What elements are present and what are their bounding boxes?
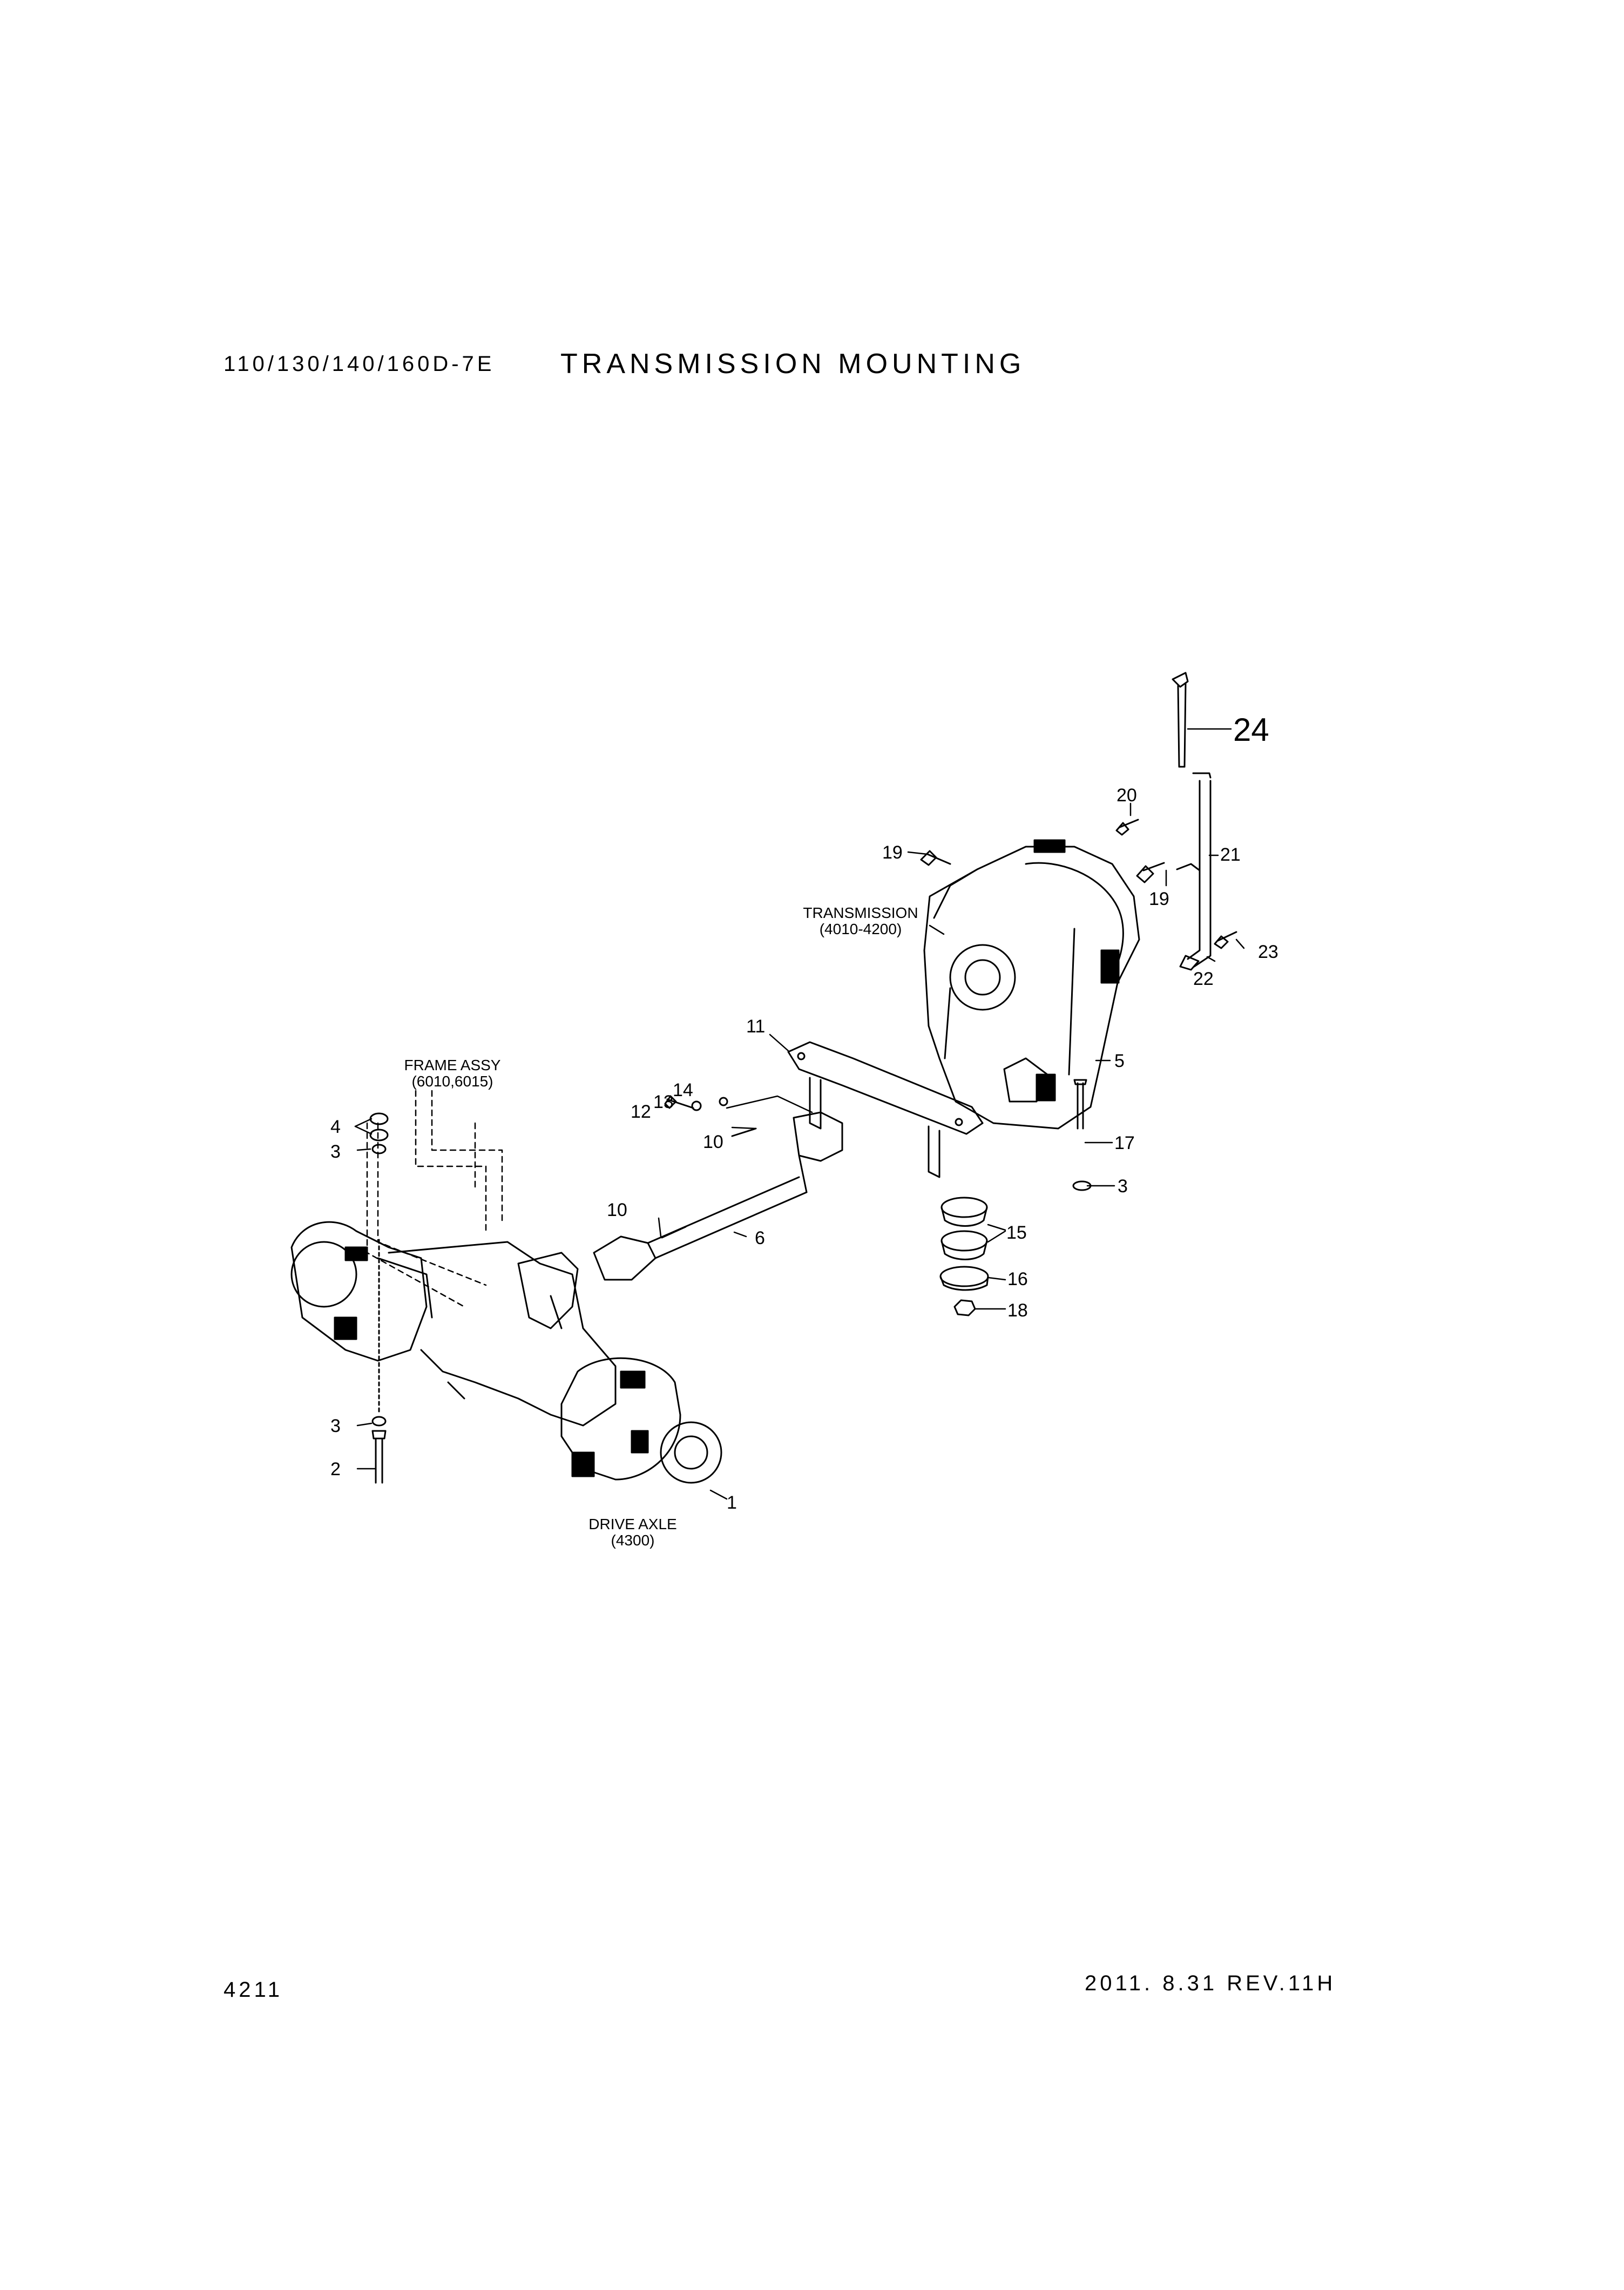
transmission-bolts (920, 819, 1237, 949)
callout-24: 24 (1233, 712, 1269, 748)
dipstick-part (1172, 672, 1189, 768)
frame-assy-label: FRAME ASSY (404, 1057, 501, 1073)
filler-tube-part (1176, 772, 1212, 971)
callout-6: 6 (755, 1228, 765, 1248)
callout-11: 11 (746, 1016, 765, 1037)
callout-1: 1 (727, 1492, 737, 1513)
callout-16: 16 (1007, 1269, 1028, 1289)
callout-10-lower: 10 (607, 1200, 627, 1220)
transmission-housing (923, 839, 1140, 1130)
left-mount-hardware (369, 1112, 389, 1484)
callout-3-right: 3 (1118, 1176, 1128, 1197)
page-title: TRANSMISSION MOUNTING (560, 348, 1026, 380)
callout-10-upper: 10 (703, 1132, 723, 1152)
model-code: 110/130/140/160D-7E (224, 352, 495, 376)
callout-17: 17 (1114, 1133, 1135, 1153)
callout-numbers: 24 20 19 21 19 23 22 5 11 14 13 12 10 17… (330, 712, 1278, 1513)
page-number: 4211 (224, 1978, 283, 2002)
callout-3-upper: 3 (330, 1141, 341, 1162)
callout-19-right: 19 (1149, 889, 1169, 909)
frame-assy-ref: (6010,6015) (411, 1073, 493, 1090)
frame-assy-outline (366, 1090, 503, 1308)
callout-22: 22 (1193, 969, 1214, 989)
callout-12: 12 (631, 1102, 651, 1122)
mount-stack (939, 1079, 1092, 1316)
drive-axle (290, 1221, 722, 1484)
callout-5: 5 (1114, 1051, 1125, 1071)
callout-21: 21 (1220, 845, 1241, 865)
callout-leaders (354, 728, 1245, 1500)
callout-13: 13 (653, 1092, 674, 1112)
callout-20: 20 (1116, 785, 1137, 806)
callout-23: 23 (1258, 942, 1278, 962)
callout-3-lower: 3 (330, 1416, 341, 1436)
callout-4: 4 (330, 1117, 341, 1137)
callout-2: 2 (330, 1459, 341, 1480)
propeller-shaft (593, 1095, 843, 1281)
drive-axle-ref: (4300) (611, 1532, 655, 1549)
transmission-label: TRANSMISSION (803, 904, 918, 921)
drive-axle-label: DRIVE AXLE (588, 1516, 676, 1532)
mounting-bracket (787, 1041, 984, 1178)
revision-date: 2011. 8.31 REV.11H (1085, 1971, 1336, 1995)
transmission-ref: (4010-4200) (820, 921, 902, 937)
assembly-labels: FRAME ASSY (6010,6015) TRANSMISSION (401… (404, 904, 918, 1549)
callout-15: 15 (1006, 1222, 1027, 1243)
callout-18: 18 (1007, 1300, 1028, 1321)
callout-14: 14 (673, 1080, 693, 1100)
callout-19-top: 19 (882, 842, 903, 863)
